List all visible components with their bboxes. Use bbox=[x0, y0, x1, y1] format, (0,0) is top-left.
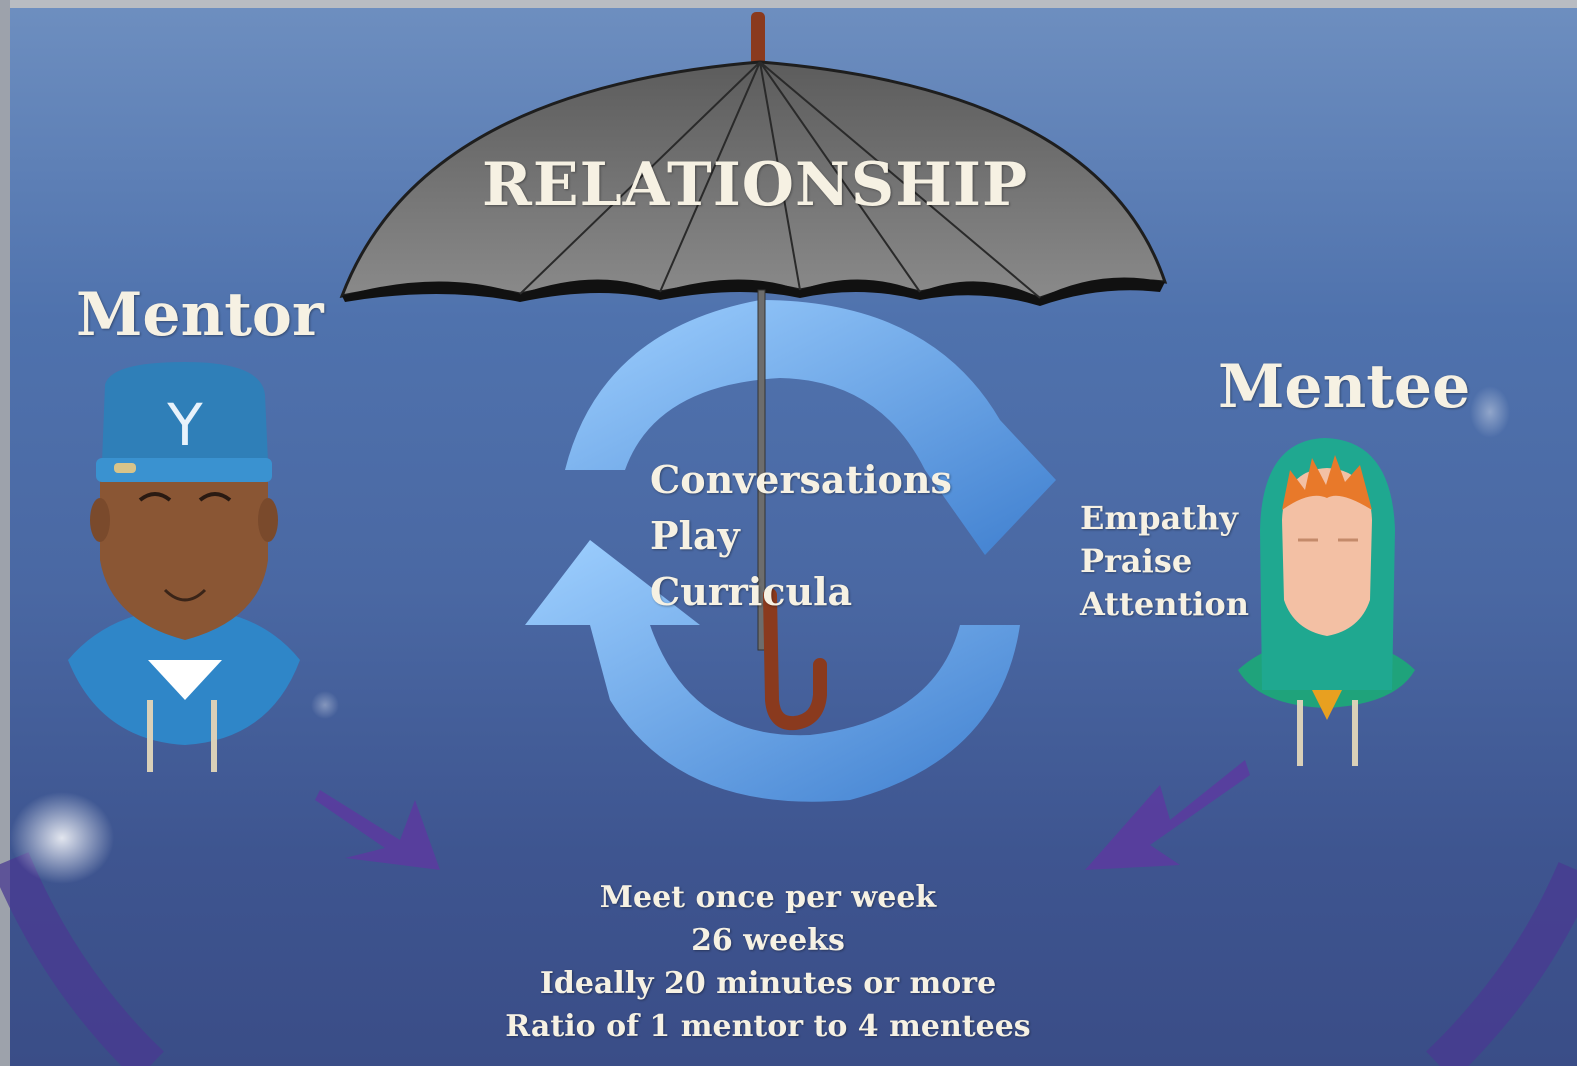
background-arcs bbox=[0, 386, 1577, 1066]
cycle-arrows bbox=[525, 300, 1056, 802]
mentor-heading: Mentor bbox=[76, 280, 324, 350]
quality-item: Empathy bbox=[1080, 499, 1238, 537]
activities-list: Conversations Play Curricula bbox=[650, 452, 952, 620]
detail-line: Ratio of 1 mentor to 4 mentees bbox=[505, 1009, 1031, 1044]
cycle-arrow-top bbox=[565, 300, 1056, 555]
cap-logo-letter: Y bbox=[166, 391, 203, 459]
mentee-heading: Mentee bbox=[1218, 352, 1471, 422]
quality-item: Attention bbox=[1080, 585, 1249, 623]
activity-item: Conversations bbox=[650, 457, 952, 502]
program-details: Meet once per week 26 weeks Ideally 20 m… bbox=[418, 876, 1118, 1048]
mentor-avatar: Y bbox=[68, 362, 300, 772]
detail-line: 26 weeks bbox=[691, 923, 845, 958]
pointer-arrows bbox=[315, 760, 1250, 870]
window-frame-top bbox=[0, 0, 1577, 8]
mentee-qualities-list: Empathy Praise Attention bbox=[1080, 497, 1249, 626]
activity-item: Play bbox=[650, 513, 740, 558]
window-frame-left bbox=[0, 0, 10, 1066]
detail-line: Meet once per week bbox=[599, 880, 937, 915]
detail-line: Ideally 20 minutes or more bbox=[539, 966, 997, 1001]
activity-item: Curricula bbox=[650, 569, 853, 614]
cycle-arrow-bottom bbox=[525, 540, 1020, 802]
quality-item: Praise bbox=[1080, 542, 1193, 580]
mentor-pointer-arrow bbox=[315, 790, 440, 870]
mentee-pointer-arrow bbox=[1085, 760, 1250, 870]
umbrella-icon bbox=[339, 12, 1168, 731]
umbrella-label: RELATIONSHIP bbox=[482, 150, 1029, 220]
mentee-avatar bbox=[1238, 438, 1415, 766]
light-glow bbox=[10, 792, 114, 884]
